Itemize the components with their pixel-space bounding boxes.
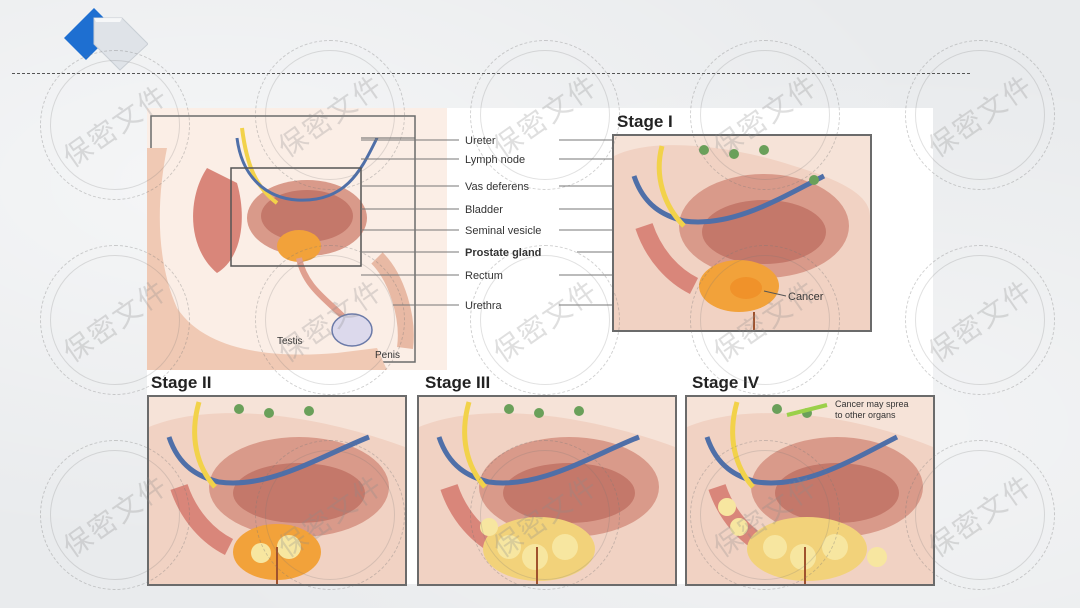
label-lymph-node: Lymph node xyxy=(465,154,525,166)
prostate-cancer-stages-figure: Ureter Lymph node Vas deferens Bladder S… xyxy=(147,108,933,584)
stage-1-title: Stage I xyxy=(617,112,673,132)
stage-2-illustration xyxy=(149,397,405,584)
stage-4-illustration: Cancer may sprea to other organs xyxy=(687,397,933,584)
stage-1-cancer-label: Cancer xyxy=(788,291,824,303)
stage-3-panel xyxy=(417,395,677,586)
stage-2-panel xyxy=(147,395,407,586)
stage-2-title: Stage II xyxy=(151,373,211,393)
label-vas-deferens: Vas deferens xyxy=(465,181,530,193)
label-seminal-vesicle: Seminal vesicle xyxy=(465,225,541,237)
stage-1-panel: Cancer xyxy=(612,134,872,332)
label-ureter: Ureter xyxy=(465,135,496,147)
label-rectum: Rectum xyxy=(465,270,503,282)
stage-4-panel: Cancer may sprea to other organs xyxy=(685,395,935,586)
stage-3-illustration xyxy=(419,397,675,584)
label-testis: Testis xyxy=(277,336,303,347)
stage-4-note-line-2: to other organs xyxy=(835,410,896,420)
stage-4-note-line-1: Cancer may sprea xyxy=(835,399,909,409)
stage-3-title: Stage III xyxy=(425,373,490,393)
label-bladder: Bladder xyxy=(465,204,503,216)
stage-4-title: Stage IV xyxy=(692,373,759,393)
label-urethra: Urethra xyxy=(465,300,503,312)
label-penis: Penis xyxy=(375,350,400,361)
brand-logo-icon xyxy=(64,8,148,74)
label-prostate-gland: Prostate gland xyxy=(465,247,541,259)
header-divider xyxy=(12,73,970,74)
stage-1-illustration: Cancer xyxy=(614,136,870,330)
